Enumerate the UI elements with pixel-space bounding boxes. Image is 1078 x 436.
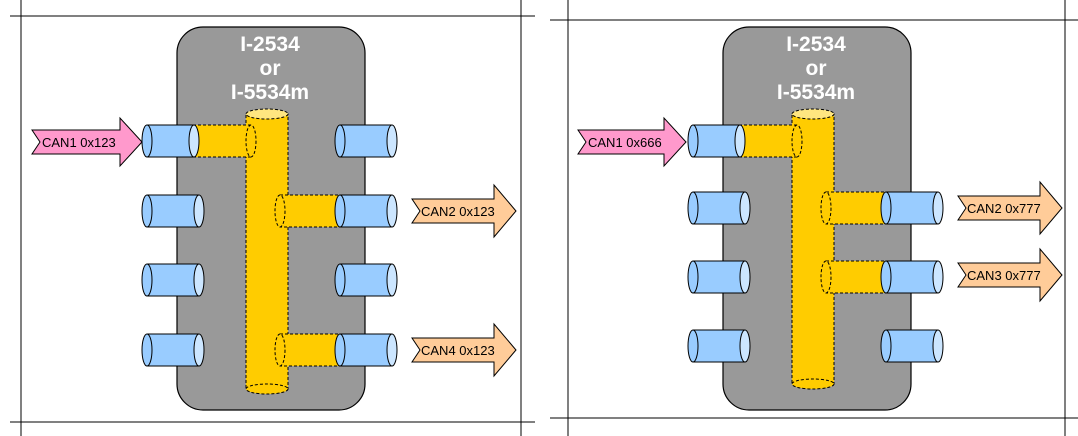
input-arrow: CAN1 0x123 (31, 116, 143, 168)
port-left-2 (687, 191, 751, 225)
output-branch-end (274, 333, 286, 367)
device-title-line-2: or (806, 57, 827, 80)
port-left-2 (141, 194, 205, 228)
bus-pipe (791, 113, 835, 385)
input-branch-pipe (192, 124, 252, 158)
port-right-2 (880, 260, 944, 294)
device-title-line-2: or (260, 57, 281, 80)
port-right-1 (334, 124, 398, 158)
port-left-1 (687, 124, 746, 158)
output-branch-pipe (279, 194, 341, 228)
port-left-4 (687, 329, 751, 363)
output-branch-pipe (825, 191, 887, 225)
input-branch-end (791, 124, 803, 158)
device-title-line-3: I-5534m (777, 81, 855, 104)
input-arrow-label: CAN1 0x123 (42, 135, 116, 150)
port-left-3 (687, 260, 751, 294)
device-title-line-1: I-2534 (786, 33, 846, 56)
bus-pipe-top (791, 108, 835, 120)
panel-left: I-2534 or I-5534m (10, 0, 535, 436)
input-arrow: CAN1 0x666 (577, 116, 687, 168)
port-left-3 (141, 263, 205, 297)
output-arrow: CAN3 0x777 (957, 247, 1063, 303)
port-right-2 (334, 194, 398, 228)
output-branch-pipe (279, 333, 341, 367)
port-left-4 (141, 333, 205, 367)
bus-pipe-bottom (791, 378, 835, 390)
output-arrow-label: CAN3 0x777 (967, 268, 1041, 283)
output-arrow-label: CAN4 0x123 (421, 343, 495, 358)
port-right-1 (880, 191, 944, 225)
device-title-line-3: I-5534m (231, 81, 309, 104)
port-right-3 (880, 329, 944, 363)
input-branch-pipe (738, 124, 798, 158)
bus-pipe-top (245, 108, 289, 120)
output-branch-end (820, 260, 832, 294)
output-branch-end (274, 194, 286, 228)
output-branch-pipe (825, 260, 887, 294)
output-arrow: CAN4 0x123 (411, 322, 517, 378)
port-right-3 (334, 263, 398, 297)
output-branch-end (820, 191, 832, 225)
input-arrow-label: CAN1 0x666 (588, 135, 662, 150)
output-arrow-label: CAN2 0x777 (967, 201, 1041, 216)
bus-pipe-bottom (245, 383, 289, 395)
port-right-4 (334, 333, 398, 367)
port-left-1 (141, 124, 200, 158)
panel-right: I-2534 or I-5534m (550, 0, 1078, 436)
output-arrow-label: CAN2 0x123 (421, 204, 495, 219)
input-branch-end (245, 124, 257, 158)
device-title-line-1: I-2534 (240, 33, 300, 56)
output-arrow: CAN2 0x777 (957, 180, 1063, 236)
output-arrow: CAN2 0x123 (411, 183, 517, 239)
